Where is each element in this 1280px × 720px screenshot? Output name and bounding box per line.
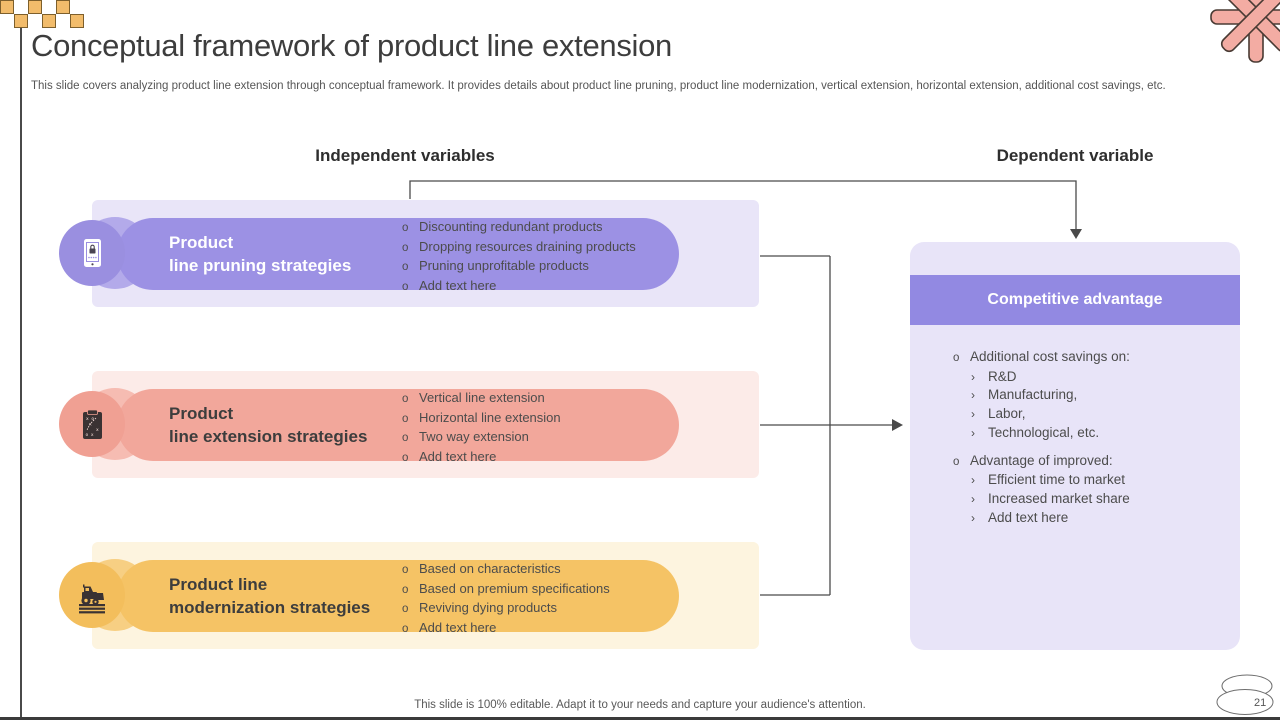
pruning-title-line1: Product <box>169 233 234 252</box>
page-title: Conceptual framework of product line ext… <box>31 28 672 63</box>
list-item: ›Labor, <box>971 406 1026 422</box>
list-item: ›R&D <box>971 368 1017 384</box>
list-item: ›Manufacturing, <box>971 387 1078 403</box>
page-number-badge: 21 <box>1216 674 1274 715</box>
svg-text:x o: x o <box>86 417 94 422</box>
tractor-icon <box>59 562 125 628</box>
svg-text:x: x <box>89 423 92 428</box>
list-item: ›Increased market share <box>971 490 1130 506</box>
extension-title-line2: line extension strategies <box>169 427 368 446</box>
editable-note: This slide is 100% editable. Adapt it to… <box>414 699 866 711</box>
asterisk-decoration <box>1210 0 1280 63</box>
page-number: 21 <box>1254 697 1266 709</box>
left-rule-line <box>20 28 22 720</box>
extension-title-line1: Product <box>169 404 234 423</box>
checker-decoration <box>0 0 86 28</box>
modernization-pill: Product line modernization strategies <box>117 560 679 632</box>
independent-variables-header: Independent variables <box>315 146 495 165</box>
svg-text:o x: o x <box>86 433 94 438</box>
modernization-title-line1: Product line <box>169 575 268 594</box>
strategy-box-modernization: Product line modernization strategies <box>59 542 759 649</box>
bottom-edge-bar <box>0 717 1280 720</box>
strategy-clipboard-icon: x o x x o x <box>59 391 125 457</box>
pruning-pill: Product line pruning strategies <box>117 218 679 290</box>
list-item: ›Efficient time to market <box>971 472 1126 488</box>
group-heading: Advantage of improved: <box>970 452 1113 468</box>
extension-pill: Product line extension strategies <box>117 389 679 461</box>
arrow-right-icon <box>892 419 903 431</box>
competitive-advantage-header: Competitive advantage <box>910 275 1240 325</box>
svg-text:x: x <box>96 428 99 433</box>
modernization-title-line2: modernization strategies <box>169 598 371 617</box>
group-heading: Additional cost savings on: <box>970 349 1130 364</box>
arrow-down-icon <box>1070 229 1082 239</box>
list-item: ›Add text here <box>971 509 1069 525</box>
pruning-title-line2: line pruning strategies <box>169 256 352 275</box>
dependent-variable-header: Dependent variable <box>996 146 1154 165</box>
strategy-box-extension: Product line extension strategies x o x … <box>59 371 759 478</box>
slide-description: This slide covers analyzing product line… <box>31 80 1166 92</box>
list-item: ›Technological, etc. <box>971 424 1100 440</box>
phone-lock-icon <box>59 220 125 286</box>
